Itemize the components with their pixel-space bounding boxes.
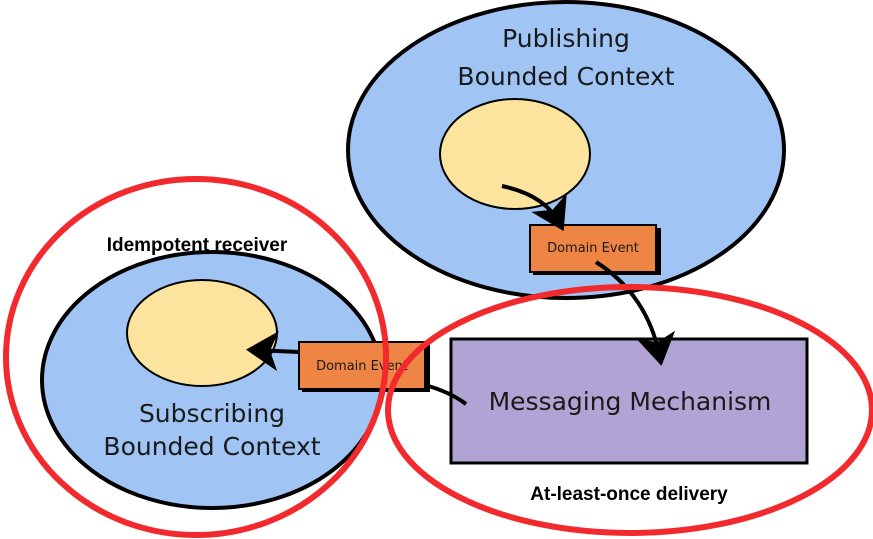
messaging-mechanism-box: [449, 337, 809, 465]
publishing-title-line2: Bounded Context: [457, 62, 674, 91]
messaging-mechanism-label: Messaging Mechanism: [489, 387, 772, 416]
published-domain-event: Domain Event: [529, 224, 661, 275]
published-event-label: Domain Event: [547, 241, 639, 256]
arrow-event-to-subscriber: [246, 331, 300, 372]
subscribing-title-line1: Subscribing: [139, 399, 285, 428]
received-domain-event: Domain Event: [298, 341, 430, 392]
publishing-bounded-context: Publishing Bounded Context: [346, 0, 786, 300]
received-event-label: Domain Event: [316, 359, 408, 374]
arrow-aggregate-to-event: [501, 184, 567, 232]
subscribing-bounded-context: Subscribing Bounded Context: [40, 250, 384, 510]
at-least-once-delivery-label: At-least-once delivery: [530, 484, 728, 505]
arrow-event-to-messaging: [594, 260, 676, 366]
subscribing-title-line2: Bounded Context: [103, 432, 320, 461]
idempotent-receiver-highlight: [3, 176, 389, 538]
messaging-mechanism: Messaging Mechanism: [449, 337, 809, 465]
at-least-once-delivery-highlight: [385, 284, 873, 536]
idempotent-receiver-label: Idempotent receiver: [107, 235, 288, 256]
published-event-box: [529, 224, 657, 273]
connector-messaging-to-event: [424, 383, 468, 406]
publishing-title-line1: Publishing: [502, 24, 630, 53]
subscribing-aggregate: [126, 279, 278, 387]
publishing-aggregate: [439, 98, 591, 210]
